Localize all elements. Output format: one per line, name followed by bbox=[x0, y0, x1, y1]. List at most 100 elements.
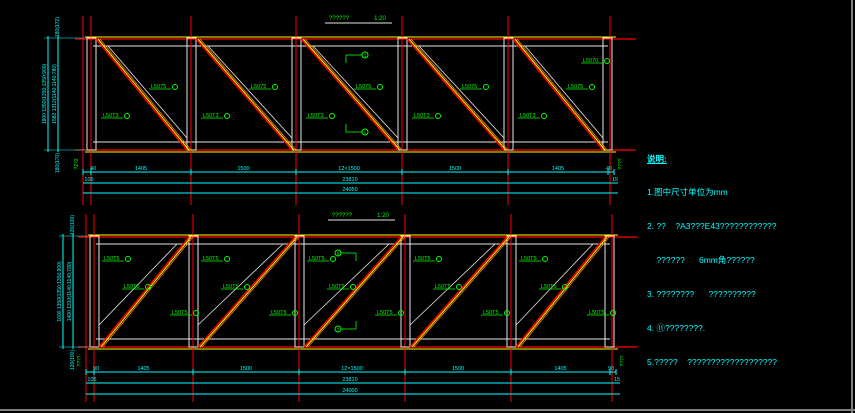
vertical-dimension-value: 1600 1350(1350;1350;900) bbox=[57, 261, 63, 322]
diagonal-brace-edge bbox=[97, 38, 190, 151]
diagonal-brace-edge bbox=[199, 236, 298, 348]
diagonal-brace-edge bbox=[517, 236, 608, 348]
dimension-value: 12×1500 bbox=[341, 366, 363, 372]
member-label: L50T3 bbox=[103, 113, 119, 119]
callout-number: 1 bbox=[364, 130, 367, 135]
member-label: L50T5 bbox=[124, 284, 140, 290]
dimension-value: 105 bbox=[87, 377, 96, 383]
diagonal-brace-inner bbox=[524, 45, 604, 139]
vertical-dimension-value: 180(170) bbox=[55, 153, 61, 173]
member-tag-circle bbox=[436, 256, 442, 262]
member-tag-circle bbox=[562, 284, 568, 290]
member-tag-circle bbox=[224, 113, 230, 119]
diagonal-brace bbox=[515, 236, 606, 348]
vertical-post bbox=[400, 235, 411, 348]
dimension-value: 40 bbox=[90, 166, 96, 172]
diagonal-brace-edge bbox=[514, 38, 606, 151]
vertical-dimension-value: 120(100) bbox=[70, 215, 76, 235]
design-notes: 说明: 1.图中尺寸单位为mm 2. ?? ?A3???E43?????????… bbox=[647, 131, 777, 391]
dimension-value: 90 bbox=[93, 366, 99, 372]
dimension-value: 23810 bbox=[342, 177, 357, 183]
diagonal-brace-inner bbox=[409, 243, 496, 326]
member-tag-circle bbox=[330, 256, 336, 262]
diagonal-brace-edge bbox=[519, 236, 610, 348]
member-tag-circle bbox=[124, 113, 130, 119]
callout-number: 1 bbox=[364, 53, 367, 58]
member-tag-circle bbox=[610, 310, 616, 316]
diagonal-brace-inner bbox=[98, 243, 178, 326]
vertical-post bbox=[506, 235, 517, 348]
callout-number: 5 bbox=[337, 251, 340, 256]
dimension-value: 90 bbox=[608, 366, 614, 372]
dimension-value: 1500 bbox=[449, 166, 461, 172]
diagonal-brace-inner bbox=[207, 45, 293, 139]
diagonal-brace-edge bbox=[408, 38, 507, 151]
note-line: 1.图中尺寸单位为mm bbox=[647, 187, 728, 198]
diagonal-brace-inner bbox=[303, 243, 390, 326]
truss-panel-top: ??????1:20L5075L50T3L5075L50T3L5075L50T3… bbox=[42, 16, 636, 205]
vertical-post bbox=[186, 37, 197, 151]
elevation-mark: ???? bbox=[77, 355, 83, 366]
vertical-dimension-value: 1582 1312(1140;1140;780) bbox=[52, 64, 58, 124]
member-tag-circle bbox=[224, 256, 230, 262]
diagonal-brace-edge bbox=[411, 236, 510, 348]
member-tag-circle bbox=[504, 310, 510, 316]
vertical-post bbox=[604, 235, 615, 348]
member-tag-circle bbox=[272, 84, 278, 90]
diagonal-brace-edge bbox=[100, 236, 192, 348]
diagonal-brace-edge bbox=[410, 38, 509, 151]
vertical-post bbox=[503, 37, 514, 151]
vertical-post bbox=[89, 235, 100, 348]
dimension-value: 105 bbox=[84, 177, 93, 183]
dimension-value: 1405 bbox=[552, 166, 564, 172]
diagonal-brace-inner bbox=[418, 45, 505, 139]
member-tag-circle bbox=[329, 113, 335, 119]
diagonal-brace bbox=[406, 38, 505, 151]
diagonal-brace bbox=[98, 236, 190, 348]
panel-scale: 1:20 bbox=[374, 16, 386, 22]
member-label: L5075 bbox=[356, 84, 371, 90]
vertical-post bbox=[294, 235, 305, 348]
member-label: L5070 bbox=[583, 58, 598, 64]
member-label: L50T5 bbox=[172, 310, 188, 316]
diagonal-brace bbox=[409, 236, 508, 348]
member-label: L5075 bbox=[568, 84, 583, 90]
vertical-post bbox=[397, 37, 408, 151]
diagonal-brace-inner bbox=[107, 45, 188, 139]
diagonal-brace bbox=[95, 38, 188, 151]
vertical-dimension-value: 180(172) bbox=[55, 17, 61, 37]
diagonal-brace-edge bbox=[516, 38, 608, 151]
diagonal-brace bbox=[300, 38, 399, 151]
member-tag-circle bbox=[172, 84, 178, 90]
diagonal-brace-edge bbox=[305, 236, 404, 348]
member-label: L50T5 bbox=[415, 256, 431, 262]
diagonal-brace-inner bbox=[197, 243, 284, 326]
diagonal-brace-inner bbox=[515, 243, 594, 326]
member-tag-circle bbox=[456, 284, 462, 290]
elevation-mark: ?2?2 bbox=[74, 158, 80, 169]
panel-scale: 1:20 bbox=[377, 213, 389, 219]
diagonal-brace-edge bbox=[413, 236, 512, 348]
dimension-value: 15 bbox=[614, 377, 620, 383]
member-tag-circle bbox=[350, 284, 356, 290]
dimension-value: 1500 bbox=[240, 366, 252, 372]
member-label: L50T5 bbox=[435, 284, 451, 290]
member-tag-circle bbox=[589, 84, 595, 90]
member-tag-circle bbox=[145, 284, 151, 290]
member-label: L50T3 bbox=[203, 113, 219, 119]
note-line: ?????? 6mm角?????? bbox=[647, 255, 755, 266]
member-tag-circle bbox=[125, 256, 131, 262]
vertical-dimension-value: 1800 1350(1350;1350;900) bbox=[42, 64, 48, 125]
dimension-value: 15 bbox=[612, 177, 618, 183]
dimension-value: 12×1500 bbox=[338, 166, 360, 172]
elevation-mark: ???? bbox=[620, 355, 626, 366]
note-line: 2. ?? ?A3???E43???????????? bbox=[647, 221, 777, 232]
dimension-value: 40 bbox=[606, 166, 612, 172]
dimension-value: 1500 bbox=[452, 366, 464, 372]
elevation-mark: ???? bbox=[618, 158, 624, 169]
member-label: L5075 bbox=[462, 84, 477, 90]
member-tag-circle bbox=[398, 310, 404, 316]
member-label: L50T5 bbox=[223, 284, 239, 290]
